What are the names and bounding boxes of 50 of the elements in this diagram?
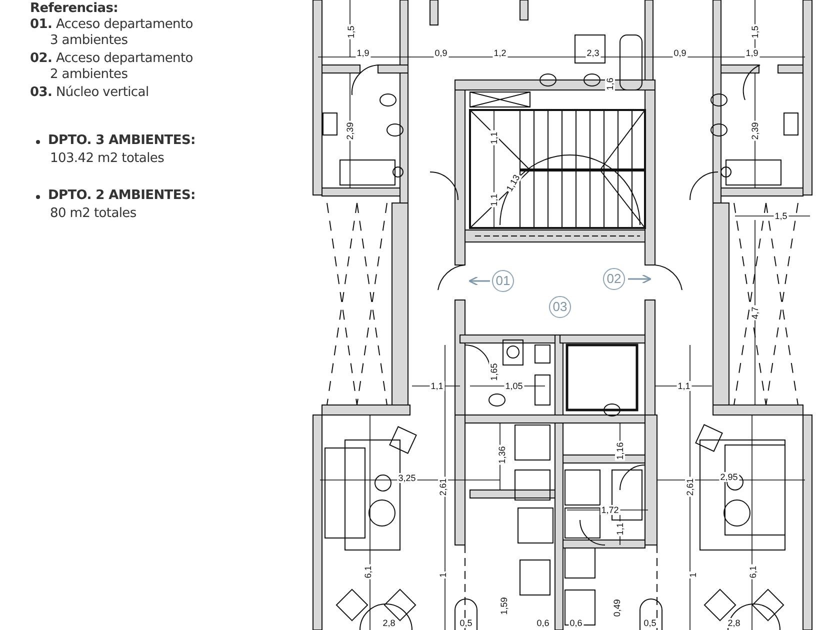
dimension-label: 1,16 — [615, 441, 625, 461]
dimension-label: 1,2 — [492, 48, 508, 58]
dimension-label: 1,5 — [346, 24, 356, 40]
dimension-label: 4,7 — [750, 306, 760, 320]
dimension-label: 2,3 — [586, 48, 600, 58]
legend-text: 103.42 m2 totales — [50, 151, 164, 167]
dimension-label: 2,39 — [750, 121, 760, 141]
dimension-label: 1,59 — [499, 596, 509, 616]
dimension-label: 0,6 — [536, 618, 550, 628]
legend-text: 01. Acceso departamento 3 ambientes — [30, 17, 194, 49]
dimension-label: 1,6 — [605, 76, 615, 92]
dimension-label: 2,61 — [685, 477, 695, 497]
dimension-label: 1,1 — [489, 192, 499, 208]
dimension-label: 0,9 — [672, 48, 688, 58]
callout-number: 03 — [549, 296, 571, 318]
dimension-label: 1,5 — [774, 211, 788, 221]
dimension-label: 3,25 — [397, 473, 417, 483]
dimension-label: 1,1 — [430, 381, 444, 391]
dimension-label: 1,1 — [676, 381, 692, 391]
dimension-label: 0,6 — [568, 618, 584, 628]
legend-text: 02. Acceso departamento 2 ambientes — [30, 51, 194, 83]
dimension-label: 1,05 — [504, 381, 524, 391]
legend-text: 03. Núcleo vertical — [30, 85, 150, 101]
dimension-label: 2,61 — [438, 477, 448, 497]
dimension-label: 1,36 — [497, 445, 507, 465]
heading: Referencias: — [30, 1, 118, 17]
dimension-label: 0,49 — [612, 598, 622, 618]
dimension-label: 0,5 — [642, 618, 658, 628]
callout-number: 02 — [603, 268, 625, 290]
dimension-label: 1 — [688, 572, 698, 578]
dimension-label: 2,39 — [345, 121, 355, 141]
dimension-label: 2,95 — [719, 472, 739, 482]
legend-text: 80 m2 totales — [50, 206, 136, 222]
dimension-label: 2,8 — [726, 618, 742, 628]
dimension-label: 1,5 — [750, 24, 760, 40]
dimension-label: 1,1 — [615, 522, 625, 536]
dimension-label: 1,65 — [489, 362, 499, 382]
heading: DPTO. 2 AMBIENTES: — [48, 188, 196, 204]
dimension-label: 0,5 — [458, 618, 474, 628]
heading: DPTO. 3 AMBIENTES: — [48, 133, 196, 149]
callout-number: 01 — [492, 270, 514, 292]
dimension-label: 1,72 — [600, 505, 620, 515]
dimension-label: 2,8 — [382, 618, 396, 628]
dimension-label: 1,9 — [744, 48, 760, 58]
dimension-label: 1 — [438, 572, 448, 578]
dimension-label: 6,1 — [748, 564, 758, 580]
dimension-label: 1,1 — [489, 130, 499, 146]
dimension-label: 6,1 — [363, 564, 373, 580]
dimension-label: 1,9 — [356, 48, 370, 58]
dimension-label: 0,9 — [434, 48, 448, 58]
